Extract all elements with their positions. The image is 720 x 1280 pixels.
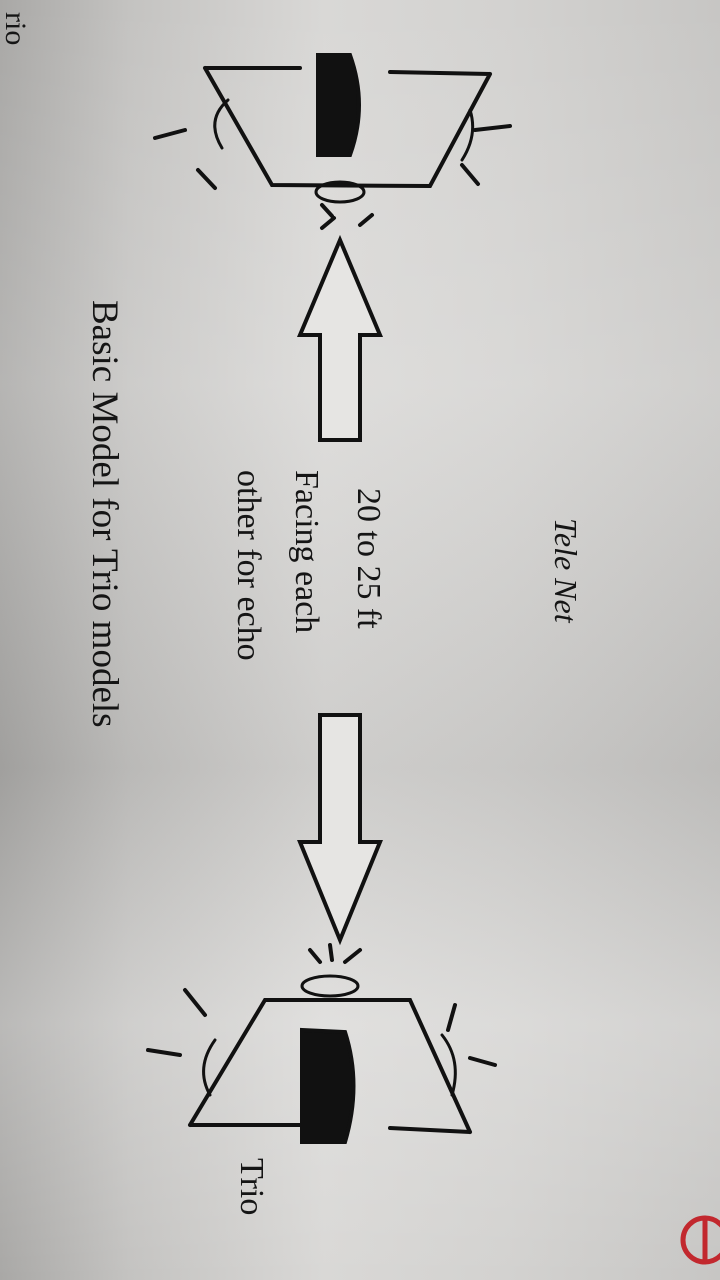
- label-top-speaker: rio: [0, 12, 32, 46]
- distance-label: 20 to 25 ft: [350, 488, 387, 629]
- arrow-up: [296, 234, 384, 442]
- label-bottom-speaker: Trio: [233, 1158, 270, 1216]
- note-line-2: other for echo: [230, 470, 267, 661]
- arrow-down: [297, 713, 383, 946]
- no-symbol-icon: [680, 1215, 720, 1265]
- page-title: Tele Net: [548, 518, 584, 623]
- note-line-1: Facing each: [288, 470, 325, 634]
- speaker-top: [153, 53, 512, 230]
- speaker-bottom: [146, 943, 497, 1144]
- caption: Basic Model for Trio models: [84, 300, 125, 728]
